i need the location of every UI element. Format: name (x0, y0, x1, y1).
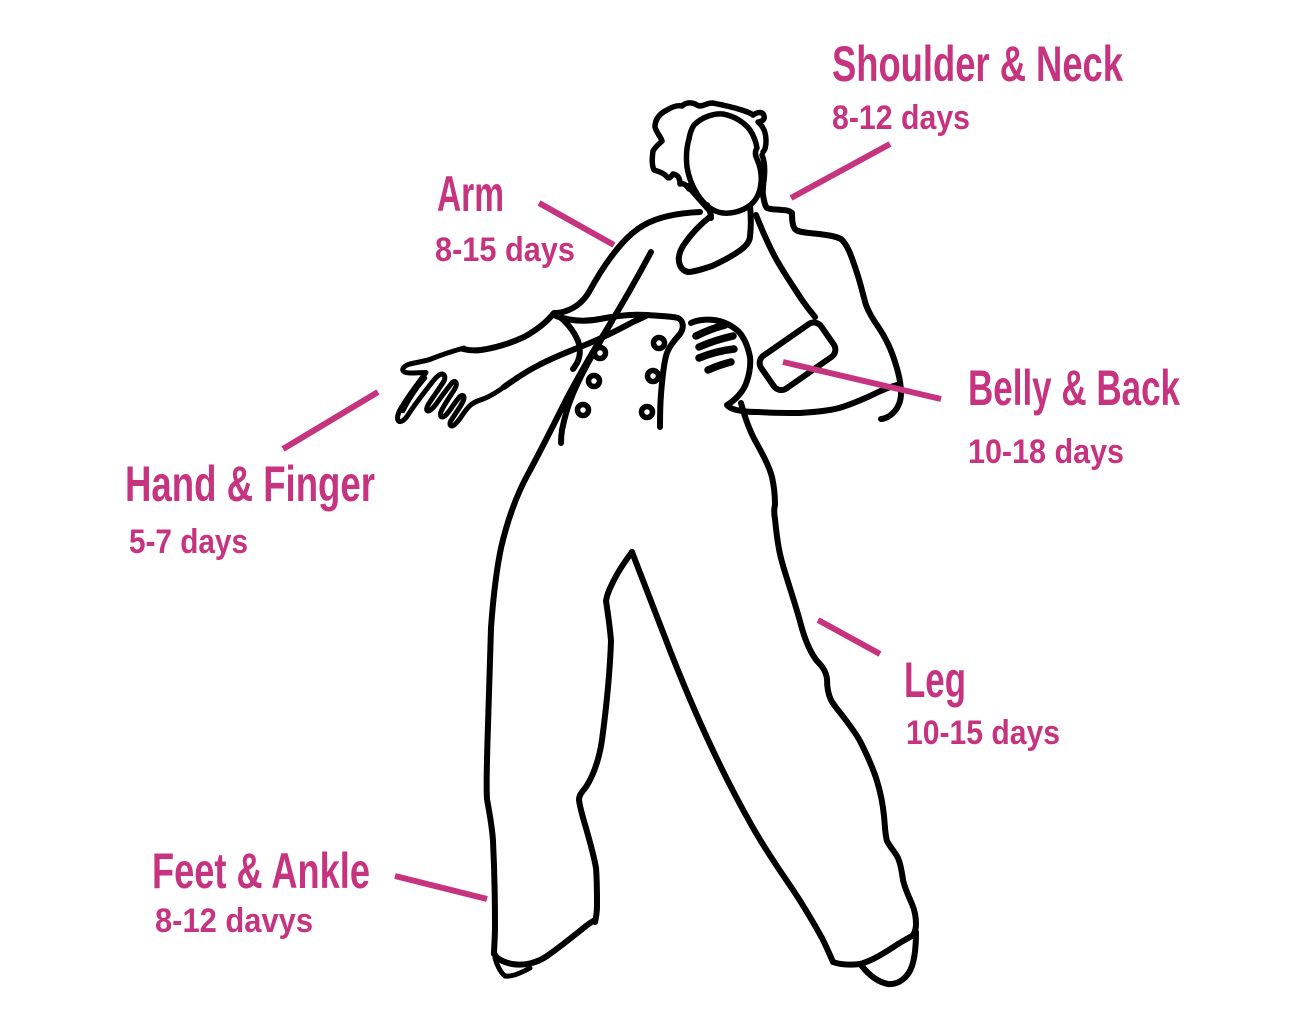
svg-text:8-15 days: 8-15 days (435, 231, 575, 269)
svg-text:10-15 days: 10-15 days (906, 714, 1060, 752)
svg-text:Belly & Back: Belly & Back (968, 360, 1180, 416)
svg-text:8-12 davys: 8-12 davys (155, 902, 313, 940)
svg-text:Arm: Arm (437, 166, 504, 222)
svg-text:Leg: Leg (904, 652, 966, 708)
svg-text:Hand & Finger: Hand & Finger (125, 456, 375, 512)
svg-text:8-12 days: 8-12 days (832, 99, 970, 137)
svg-text:Shoulder & Neck: Shoulder & Neck (832, 36, 1123, 92)
svg-text:10-18 days: 10-18 days (968, 433, 1124, 471)
svg-text:Feet & Ankle: Feet & Ankle (152, 843, 370, 899)
svg-text:5-7 days: 5-7 days (129, 523, 248, 561)
